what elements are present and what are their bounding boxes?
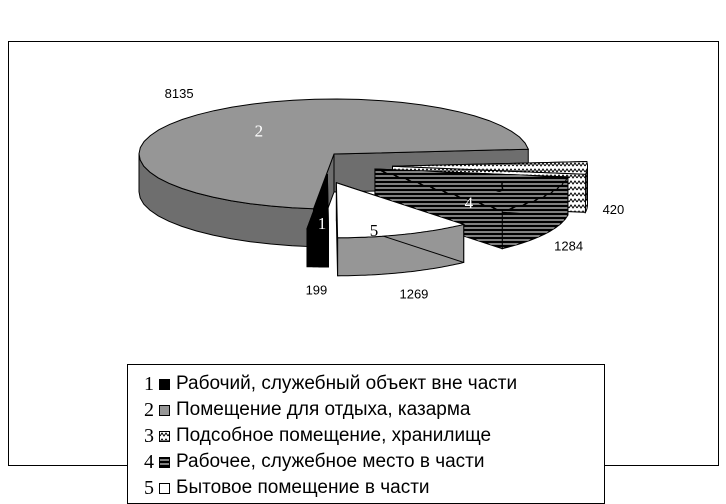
- legend-swatch: [159, 456, 170, 468]
- legend-swatch: [159, 430, 170, 442]
- legend-swatch: [159, 404, 170, 416]
- zigzag-swatch-icon: [160, 431, 169, 441]
- legend-number: 4: [144, 450, 154, 473]
- slice-top-4: [374, 168, 569, 212]
- legend-item-5: 5 Бытовое помещение в части: [144, 475, 430, 501]
- pie-slice-5: [335, 182, 466, 277]
- slice-value-3: 420: [603, 202, 625, 217]
- legend-label: Рабочий, служебный объект вне части: [176, 373, 518, 394]
- slice-top-3: [392, 160, 588, 175]
- lines-swatch-icon: [160, 457, 169, 467]
- legend-number: 2: [144, 398, 154, 421]
- legend-number: 1: [144, 372, 154, 395]
- legend-label: Бытовое помещение в части: [176, 477, 430, 498]
- legend-item-2: 2 Помещение для отдыха, казарма: [144, 397, 470, 423]
- legend-number: 3: [144, 424, 154, 447]
- slice-number-1: 1: [318, 214, 327, 233]
- slice-number-5: 5: [370, 221, 379, 240]
- legend-number: 5: [144, 476, 154, 499]
- chart-frame: 2 8135 3 420 4 1284 5 1269 1 199 1 Рабочий, служе…: [8, 41, 719, 504]
- legend-swatch: [159, 378, 170, 390]
- slice-value-5: 1269: [399, 286, 428, 301]
- pie-slice-1: [306, 173, 330, 268]
- slice-value-4: 1284: [554, 239, 583, 254]
- slice-value-2: 8135: [165, 86, 194, 101]
- legend-label: Подсобное помещение, хранилище: [176, 425, 492, 446]
- legend-item-3: 3 Подсобное помещение, хранилище: [144, 423, 491, 449]
- slice-top-1: [306, 173, 330, 230]
- slice-top-2: [138, 98, 530, 210]
- legend-item-4: 4 Рабочее, служебное место в части: [144, 449, 485, 475]
- slice-value-1: 199: [306, 282, 328, 297]
- legend-item-1: 1 Рабочий, служебный объект вне части: [144, 371, 517, 397]
- legend-label: Рабочее, служебное место в части: [176, 451, 485, 472]
- pie-slice-4: [374, 168, 569, 250]
- legend: 1 Рабочий, служебный объект вне части 2 …: [127, 364, 605, 504]
- slice-number-4: 4: [465, 193, 474, 212]
- slice-number-2: 2: [255, 121, 264, 140]
- pie-chart: 2 8135 3 420 4 1284 5 1269 1 199: [138, 86, 625, 301]
- slice-top-5: [335, 182, 466, 239]
- legend-swatch: [159, 482, 170, 494]
- legend-label: Помещение для отдыха, казарма: [176, 399, 471, 420]
- slice-number-3: 3: [495, 177, 504, 196]
